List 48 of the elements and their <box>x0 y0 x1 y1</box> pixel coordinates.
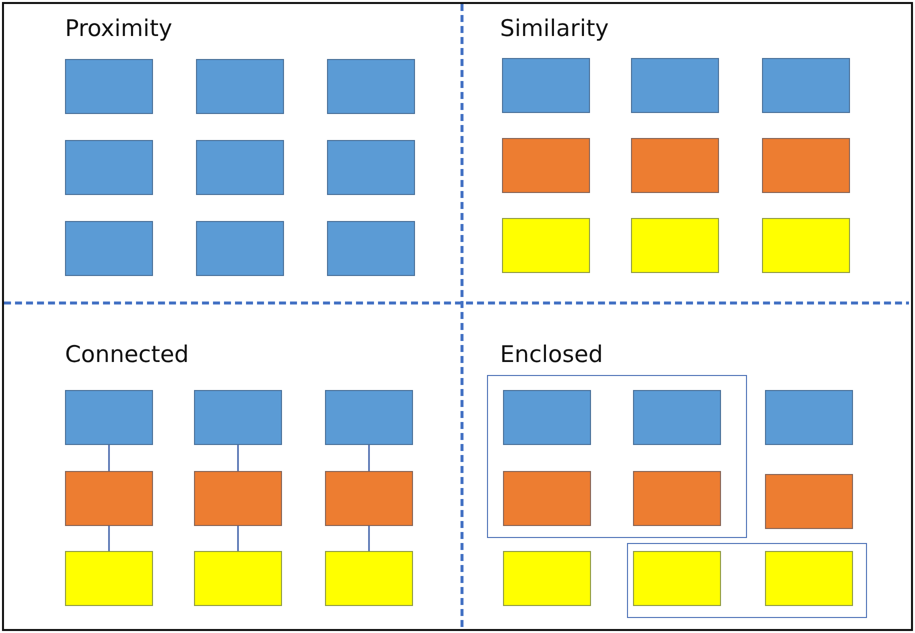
color-block <box>196 221 284 276</box>
color-block <box>633 390 721 445</box>
color-block <box>194 471 282 526</box>
color-block <box>502 218 590 273</box>
color-block <box>503 390 591 445</box>
color-block <box>65 390 153 445</box>
color-block <box>762 58 850 113</box>
color-block <box>631 218 719 273</box>
color-block <box>765 551 853 606</box>
connector-line <box>368 526 370 551</box>
enclosure-outline <box>627 543 867 618</box>
connector-line <box>237 526 239 551</box>
color-block <box>327 221 415 276</box>
color-block <box>765 474 853 529</box>
color-block <box>327 140 415 195</box>
color-block <box>65 551 153 606</box>
color-block <box>65 471 153 526</box>
color-block <box>503 471 591 526</box>
color-block <box>325 390 413 445</box>
color-block <box>196 140 284 195</box>
color-block <box>65 221 153 276</box>
panel-title: Enclosed <box>500 342 603 368</box>
color-block <box>762 138 850 193</box>
color-block <box>633 551 721 606</box>
color-block <box>631 58 719 113</box>
color-block <box>502 138 590 193</box>
color-block <box>502 58 590 113</box>
connector-line <box>237 445 239 471</box>
color-block <box>631 138 719 193</box>
color-block <box>633 471 721 526</box>
color-block <box>762 218 850 273</box>
panel-title: Similarity <box>500 16 609 42</box>
color-block <box>327 59 415 114</box>
color-block <box>65 59 153 114</box>
connector-line <box>108 445 110 471</box>
connector-line <box>108 526 110 551</box>
color-block <box>194 551 282 606</box>
color-block <box>325 551 413 606</box>
panel-title: Connected <box>65 342 189 368</box>
connector-line <box>368 445 370 471</box>
color-block <box>325 471 413 526</box>
color-block <box>194 390 282 445</box>
color-block <box>196 59 284 114</box>
color-block <box>65 140 153 195</box>
enclosure-outline <box>487 375 747 538</box>
color-block <box>503 551 591 606</box>
panel-title: Proximity <box>65 16 172 42</box>
color-block <box>765 390 853 445</box>
